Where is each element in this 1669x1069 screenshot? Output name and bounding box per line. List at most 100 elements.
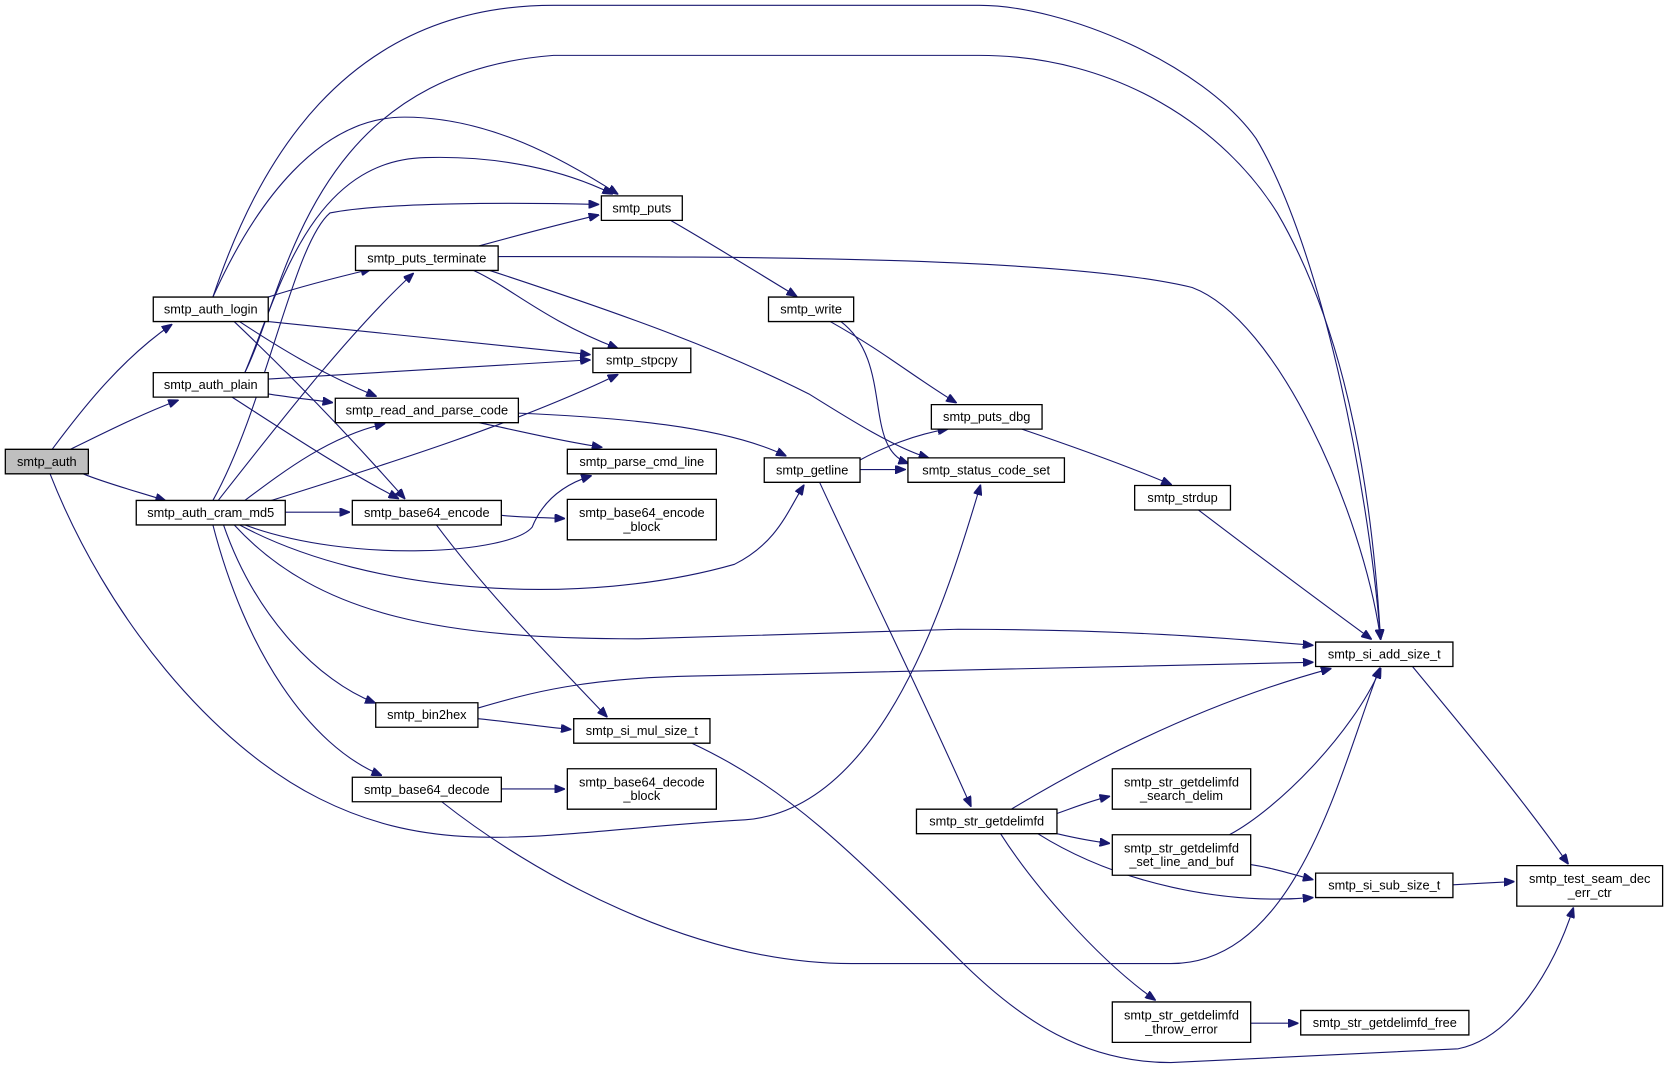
node-smtp-str-getdelimfd-throw-error[interactable]: smtp_str_getdelimfd_throw_error bbox=[1112, 1002, 1250, 1042]
edge-smtp_auth-to-smtp_auth_login bbox=[52, 325, 171, 450]
node-smtp-bin2hex[interactable]: smtp_bin2hex bbox=[376, 703, 478, 727]
node-smtp-test-seam-dec-err-ctr[interactable]: smtp_test_seam_dec_err_ctr bbox=[1517, 866, 1663, 906]
edge-smtp_auth_cram_md5-to-smtp_puts bbox=[213, 203, 598, 500]
node-label: smtp_puts_terminate bbox=[367, 250, 486, 265]
node-smtp-base64-encode[interactable]: smtp_base64_encode bbox=[352, 500, 501, 524]
node-label: smtp_puts bbox=[612, 200, 671, 215]
node-label: smtp_si_mul_size_t bbox=[586, 723, 699, 738]
edge-smtp_auth_cram_md5-to-smtp_parse_cmd_line bbox=[245, 476, 591, 551]
edge-smtp_auth_login-to-smtp_si_add_size_t bbox=[213, 5, 1381, 639]
edge-smtp_auth_login-to-smtp_puts bbox=[213, 117, 617, 297]
edge-smtp_base64_decode-to-smtp_si_add_size_t bbox=[442, 669, 1380, 964]
edge-smtp_puts_terminate-to-smtp_puts bbox=[479, 215, 598, 246]
node-label: _search_delim bbox=[1139, 788, 1223, 803]
node-smtp-base64-decode-block[interactable]: smtp_base64_decode_block bbox=[567, 769, 716, 809]
node-label: smtp_auth_login bbox=[164, 302, 258, 317]
edge-smtp_auth_plain-to-smtp_stpcpy bbox=[268, 360, 589, 379]
node-label: _err_ctr bbox=[1567, 885, 1613, 900]
edge-smtp_auth_login-to-smtp_base64_encode bbox=[234, 322, 404, 499]
node-smtp-auth-login[interactable]: smtp_auth_login bbox=[153, 297, 268, 321]
edge-smtp_str_getdelimfd-to-smtp_str_getdelimfd_search_delim bbox=[1057, 796, 1109, 813]
edge-smtp_si_add_size_t-to-smtp_test_seam_dec_err_ctr bbox=[1412, 667, 1567, 864]
edge-smtp_auth_cram_md5-to-smtp_base64_decode bbox=[213, 525, 381, 775]
node-label: smtp_puts_dbg bbox=[943, 409, 1030, 424]
node-smtp-puts-terminate[interactable]: smtp_puts_terminate bbox=[356, 246, 499, 270]
edge-smtp_getline-to-smtp_puts_dbg bbox=[860, 429, 947, 460]
node-smtp-getline[interactable]: smtp_getline bbox=[764, 458, 860, 482]
node-label: smtp_write bbox=[780, 302, 842, 317]
edge-smtp_str_getdelimfd-to-smtp_str_getdelimfd_throw_error bbox=[1001, 834, 1155, 1000]
node-smtp-si-mul-size-t[interactable]: smtp_si_mul_size_t bbox=[574, 719, 710, 743]
node-label: smtp_bin2hex bbox=[387, 707, 467, 722]
edge-smtp_puts_terminate-to-smtp_status_code_set bbox=[490, 270, 929, 457]
node-label: smtp_auth_plain bbox=[164, 377, 258, 392]
node-label: smtp_stpcpy bbox=[606, 353, 678, 368]
edge-smtp_auth-to-smtp_status_code_set bbox=[50, 474, 980, 837]
edge-smtp_puts_terminate-to-smtp_stpcpy bbox=[474, 270, 618, 348]
node-smtp-str-getdelimfd[interactable]: smtp_str_getdelimfd bbox=[916, 809, 1057, 833]
edge-smtp_auth_cram_md5-to-smtp_si_add_size_t bbox=[234, 525, 1312, 645]
node-label: smtp_str_getdelimfd bbox=[1124, 840, 1239, 855]
node-smtp-auth[interactable]: smtp_auth bbox=[5, 449, 88, 473]
edge-smtp_str_getdelimfd-to-smtp_si_add_size_t bbox=[1011, 669, 1330, 810]
node-smtp-puts[interactable]: smtp_puts bbox=[601, 196, 682, 220]
edge-smtp_bin2hex-to-smtp_si_mul_size_t bbox=[478, 719, 571, 730]
node-smtp-auth-plain[interactable]: smtp_auth_plain bbox=[153, 373, 268, 397]
node-label: smtp_str_getdelimfd bbox=[1124, 1007, 1239, 1022]
edge-smtp_write-to-smtp_puts_dbg bbox=[830, 322, 956, 403]
node-smtp-base64-decode[interactable]: smtp_base64_decode bbox=[352, 777, 501, 801]
edge-smtp_auth-to-smtp_auth_plain bbox=[70, 400, 178, 449]
edge-smtp_auth_plain-to-smtp_read_and_parse_code bbox=[268, 394, 332, 403]
node-smtp-status-code-set[interactable]: smtp_status_code_set bbox=[908, 458, 1064, 482]
node-smtp-auth-cram-md5[interactable]: smtp_auth_cram_md5 bbox=[136, 500, 285, 524]
edge-smtp_puts-to-smtp_write bbox=[671, 220, 797, 296]
edge-smtp_auth_cram_md5-to-smtp_read_and_parse_code bbox=[245, 424, 384, 501]
edge-smtp_str_getdelimfd-to-smtp_si_sub_size_t bbox=[1038, 834, 1313, 899]
edge-smtp_read_and_parse_code-to-smtp_parse_cmd_line bbox=[479, 423, 601, 447]
edge-smtp_auth_cram_md5-to-smtp_puts_terminate bbox=[218, 274, 413, 501]
node-smtp-stpcpy[interactable]: smtp_stpcpy bbox=[593, 348, 691, 372]
edge-smtp_str_getdelimfd-to-smtp_str_getdelimfd_set_line_and_buf bbox=[1057, 834, 1109, 844]
edge-smtp_puts_terminate-to-smtp_si_add_size_t bbox=[498, 257, 1380, 639]
node-smtp-parse-cmd-line[interactable]: smtp_parse_cmd_line bbox=[567, 449, 716, 473]
node-smtp-read-and-parse-code[interactable]: smtp_read_and_parse_code bbox=[335, 398, 518, 422]
node-smtp-str-getdelimfd-set-line-and-buf[interactable]: smtp_str_getdelimfd_set_line_and_buf bbox=[1112, 835, 1250, 875]
node-label: smtp_base64_decode bbox=[364, 782, 490, 797]
node-smtp-si-add-size-t[interactable]: smtp_si_add_size_t bbox=[1316, 642, 1453, 666]
edge-smtp_str_getdelimfd_set_line_and_buf-to-smtp_si_add_size_t bbox=[1229, 669, 1380, 835]
edge-smtp_str_getdelimfd_set_line_and_buf-to-smtp_si_sub_size_t bbox=[1251, 865, 1313, 880]
node-label: smtp_base64_decode bbox=[579, 774, 705, 789]
node-label: smtp_base64_encode bbox=[364, 505, 490, 520]
edge-smtp_puts_dbg-to-smtp_strdup bbox=[1022, 429, 1171, 484]
edge-smtp_auth_cram_md5-to-smtp_stpcpy bbox=[271, 375, 617, 501]
node-label: smtp_si_add_size_t bbox=[1328, 647, 1441, 662]
edge-smtp_auth_login-to-smtp_puts_terminate bbox=[268, 269, 370, 297]
node-label: _block bbox=[622, 788, 661, 803]
node-smtp-strdup[interactable]: smtp_strdup bbox=[1135, 486, 1231, 510]
node-smtp-base64-encode-block[interactable]: smtp_base64_encode_block bbox=[567, 499, 716, 539]
node-label: smtp_read_and_parse_code bbox=[346, 403, 509, 418]
edge-smtp_auth-to-smtp_auth_cram_md5 bbox=[83, 474, 165, 501]
edge-smtp_auth_plain-to-smtp_si_add_size_t bbox=[245, 55, 1381, 638]
node-smtp-str-getdelimfd-search-delim[interactable]: smtp_str_getdelimfd_search_delim bbox=[1112, 769, 1250, 809]
edge-smtp_getline-to-smtp_str_getdelimfd bbox=[820, 482, 971, 806]
node-label: smtp_base64_encode bbox=[579, 505, 705, 520]
node-label: smtp_str_getdelimfd bbox=[1124, 774, 1239, 789]
node-label: smtp_si_sub_size_t bbox=[1328, 878, 1441, 893]
node-label: smtp_str_getdelimfd bbox=[929, 814, 1044, 829]
node-label: _throw_error bbox=[1144, 1021, 1218, 1036]
edge-smtp_auth_login-to-smtp_read_and_parse_code bbox=[239, 322, 375, 397]
edge-smtp_bin2hex-to-smtp_si_add_size_t bbox=[478, 662, 1313, 708]
node-label: _block bbox=[622, 519, 661, 534]
edge-smtp_base64_encode-to-smtp_base64_encode_block bbox=[501, 515, 564, 518]
edge-smtp_write-to-smtp_status_code_set bbox=[841, 322, 908, 464]
edges-layer bbox=[50, 5, 1573, 1062]
node-label: smtp_test_seam_dec bbox=[1529, 871, 1651, 886]
node-label: smtp_strdup bbox=[1147, 490, 1217, 505]
node-smtp-puts-dbg[interactable]: smtp_puts_dbg bbox=[931, 405, 1042, 429]
node-smtp-str-getdelimfd-free[interactable]: smtp_str_getdelimfd_free bbox=[1301, 1010, 1469, 1034]
node-smtp-si-sub-size-t[interactable]: smtp_si_sub_size_t bbox=[1316, 873, 1453, 897]
edge-smtp_si_mul_size_t-to-smtp_test_seam_dec_err_ctr bbox=[692, 743, 1573, 1062]
node-smtp-write[interactable]: smtp_write bbox=[769, 297, 854, 321]
